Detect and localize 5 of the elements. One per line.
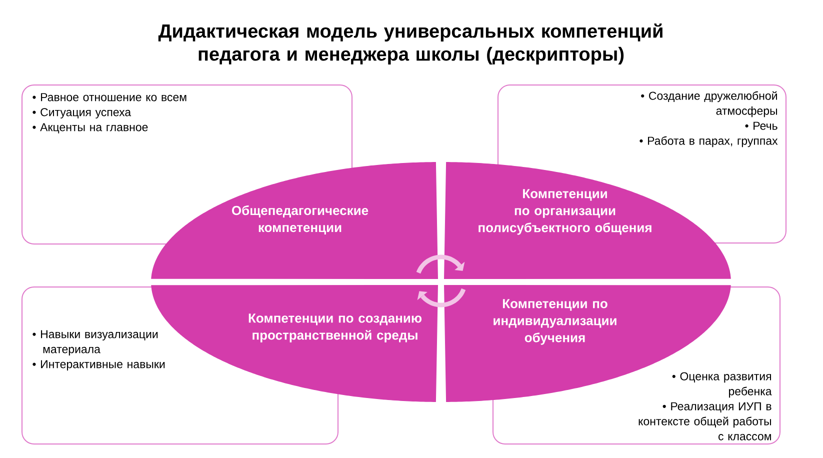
title: Дидактическая модель универсальных компетенций педагога и менеджера школы (дескрипторы) (158, 23, 662, 65)
curved-arrow (417, 288, 466, 308)
ellipse-quadrant: Компетенции по организации полисубъектного общения (444, 162, 731, 279)
curved-arrow (416, 254, 465, 274)
ellipse-quadrant: Общепедагогические компетенции (151, 162, 438, 279)
